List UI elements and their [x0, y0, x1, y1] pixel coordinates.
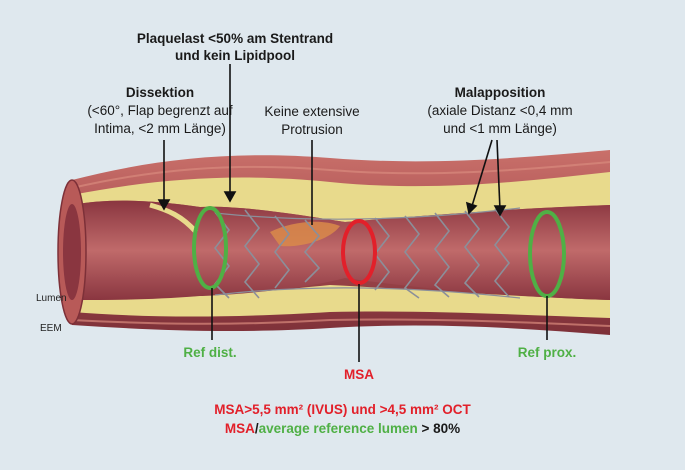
pointer-arrows [157, 64, 548, 362]
plaque-upper [72, 172, 610, 222]
ratio-average-reference: average reference lumen [258, 421, 418, 436]
malapposition-desc-line2: und <1 mm Länge) [443, 121, 557, 136]
msa-ratio-formula: MSA/average reference lumen > 80% [0, 419, 685, 438]
stent [213, 207, 521, 299]
msa-ring [341, 219, 377, 285]
plaque-title-line2: und kein Lipidpool [175, 48, 295, 63]
malapposition-title: Malapposition [454, 85, 546, 100]
plaque-title-line1: Plaquelast <50% am Stentrand [136, 31, 334, 46]
ref-dist-ring [192, 206, 228, 290]
lumen-label: Lumen [36, 293, 67, 304]
dissection-title: Dissektion [125, 85, 195, 100]
ratio-threshold: > 80% [417, 421, 461, 436]
msa-threshold-formula: MSA>5,5 mm² (IVUS) und >4,5 mm² OCT [214, 402, 471, 417]
malapposition-desc-line1: (axiale Distanz <0,4 mm [427, 103, 573, 118]
plaque-lower [72, 285, 610, 318]
dissection-desc-line1: (<60°, Flap begrenzt auf [87, 103, 233, 118]
ratio-msa: MSA [224, 421, 255, 436]
eem-label: EEM [40, 323, 62, 334]
dissection-flap [149, 202, 198, 234]
protrusion-line2: Protrusion [281, 122, 343, 137]
plaque-protrusion [270, 221, 340, 247]
ref-dist-label: Ref dist. [183, 345, 237, 360]
dissection-desc-line2: Intima, <2 mm Länge) [94, 121, 226, 136]
ratio-slash: / [254, 421, 259, 436]
protrusion-line1: Keine extensive [264, 104, 360, 119]
msa-label: MSA [344, 367, 374, 382]
ref-prox-label: Ref prox. [517, 345, 577, 360]
